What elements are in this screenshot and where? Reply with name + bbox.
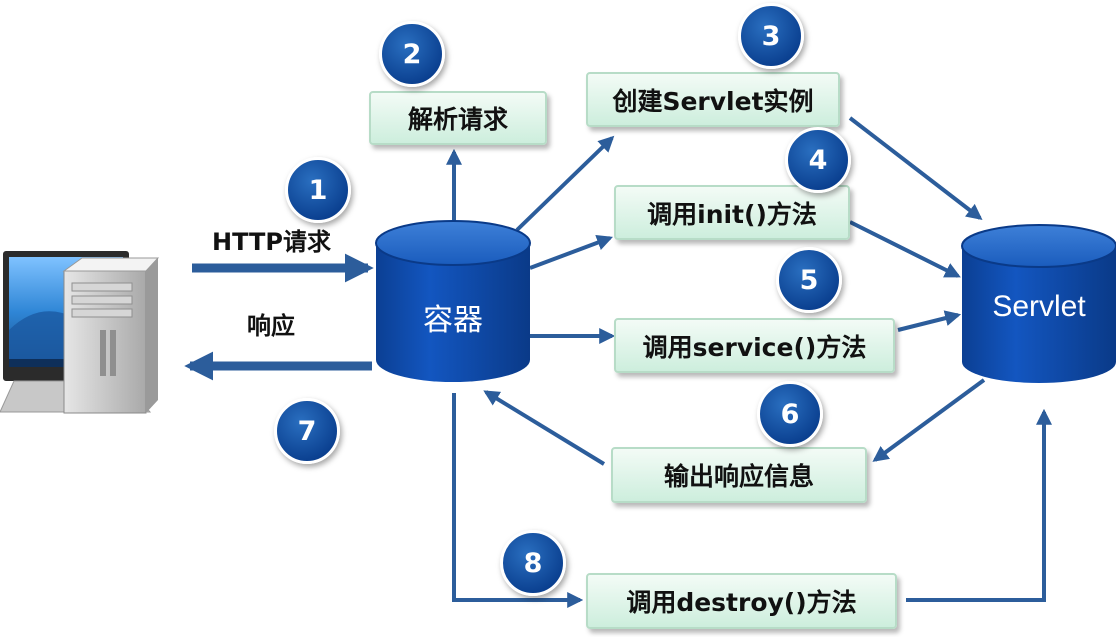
arrow-servlet-output [872, 378, 986, 462]
arrow-init-servlet [849, 220, 961, 278]
arrow-container-destroy [452, 393, 584, 608]
step-badge-1: 1 [285, 157, 351, 223]
servlet-label: Servlet [992, 290, 1086, 323]
step-badge-5: 5 [776, 247, 842, 313]
container-cylinder [375, 220, 531, 382]
step-badge-3: 3 [738, 3, 804, 69]
http-request-label: HTTP请求 [212, 228, 331, 256]
step-create-servlet-instance: 创建Servlet实例 [586, 72, 840, 127]
arrow-create-servlet [848, 116, 983, 220]
step-output-response: 输出响应信息 [611, 447, 867, 503]
step-badge-6: 6 [757, 381, 823, 447]
step-parse-request: 解析请求 [369, 91, 547, 145]
step-call-service: 调用service()方法 [614, 318, 895, 373]
step-badge-7: 7 [274, 398, 340, 464]
step-badge-8: 8 [500, 530, 566, 596]
step-call-init: 调用init()方法 [614, 185, 850, 240]
step-badge-2: 2 [379, 21, 445, 87]
arrow-output-container [483, 390, 606, 466]
step-call-destroy: 调用destroy()方法 [586, 573, 897, 629]
arrow-to-init [529, 235, 613, 270]
arrow-to-create [515, 135, 615, 232]
response-label: 响应 [247, 312, 295, 340]
container-label: 容器 [423, 304, 483, 337]
servlet-cylinder [961, 224, 1116, 383]
desktop-computer-icon [0, 251, 160, 414]
arrow-destroy-servlet [906, 408, 1052, 602]
step-badge-4: 4 [785, 127, 851, 193]
arrow-service-servlet [897, 310, 962, 332]
